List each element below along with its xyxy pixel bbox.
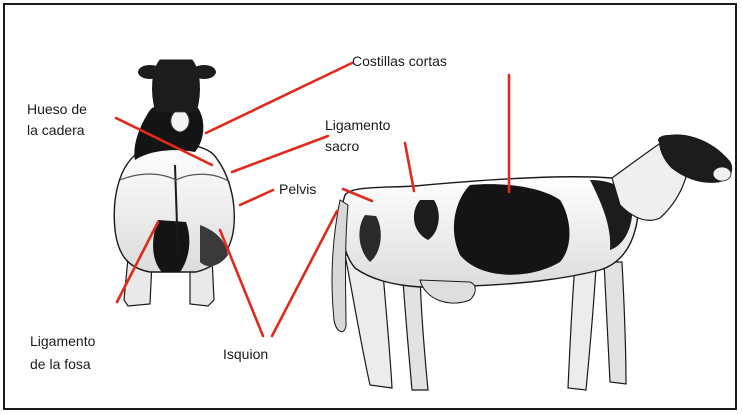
- rear-cow-ear-right: [192, 65, 216, 79]
- rear-cow-spot: [153, 220, 189, 272]
- side-cow-ear: [658, 135, 678, 145]
- label-ligamento-fosa-line2: de la fosa: [30, 355, 91, 374]
- label-ligamento-fosa-line1: Ligamento: [30, 332, 95, 351]
- label-costillas-cortas: Costillas cortas: [352, 52, 447, 71]
- label-hueso-cadera-line1: Hueso de: [27, 100, 87, 119]
- pointer-isquion-side: [272, 211, 337, 336]
- rear-cow-ear-left: [138, 65, 162, 79]
- side-cow-front-leg-back: [604, 262, 626, 384]
- side-cow-muzzle: [713, 167, 731, 181]
- label-hueso-cadera-line2: la cadera: [27, 121, 85, 140]
- label-ligamento-sacro-line2: sacro: [325, 137, 359, 156]
- label-ligamento-sacro-line1: Ligamento: [325, 116, 390, 135]
- label-pelvis: Pelvis: [279, 180, 316, 199]
- side-view-cow: [332, 135, 732, 390]
- side-cow-tail: [332, 200, 348, 332]
- pointer-ligamento-sacro-side: [405, 143, 414, 191]
- label-isquion: Isquion: [223, 345, 268, 364]
- pointer-pelvis-rear: [240, 190, 273, 205]
- rear-view-cow: [114, 60, 234, 306]
- side-cow-udder: [420, 280, 475, 303]
- pointer-ligamento-sacro-rear: [232, 136, 328, 172]
- pointer-isquion-rear: [220, 230, 263, 336]
- side-cow-spot: [454, 184, 570, 275]
- rear-cow-neck-white: [171, 112, 189, 132]
- side-cow-front-leg: [568, 265, 596, 390]
